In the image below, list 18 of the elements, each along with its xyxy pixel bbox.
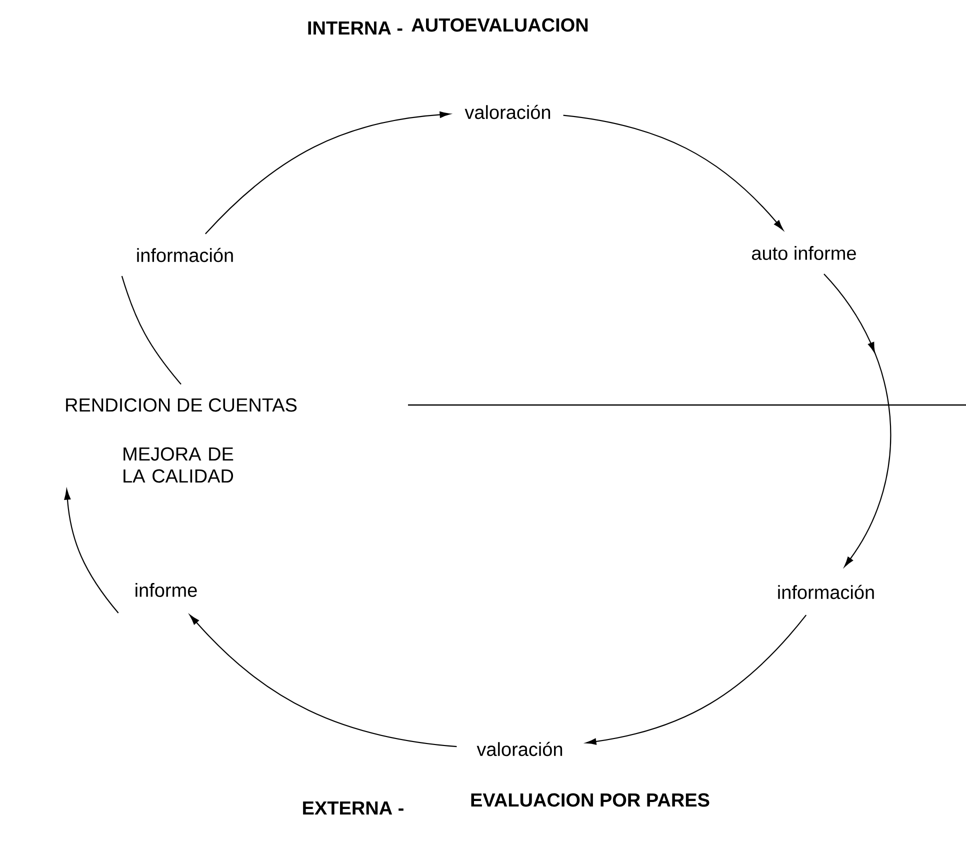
- node-label: valoración: [476, 742, 562, 756]
- arrow: [586, 614, 807, 745]
- node-label: auto informe: [752, 246, 856, 260]
- arrow: [563, 114, 784, 230]
- heading: AUTOEVALUACION: [412, 18, 588, 32]
- node-label: informe: [136, 583, 197, 597]
- node-label: valoración: [464, 104, 550, 120]
- node-label: información: [778, 584, 874, 600]
- heading: EVALUACION POR PARES: [471, 793, 710, 807]
- heading: INTERNA -: [308, 21, 402, 35]
- arrow: [824, 274, 892, 567]
- arrow: [64, 489, 119, 614]
- arrow: [205, 111, 450, 234]
- node-label: información: [137, 248, 233, 262]
- heading: EXTERNA -: [303, 801, 404, 815]
- node-label: RENDICION DE CUENTAS: [66, 398, 297, 412]
- node-label: MEJORA DE LA CALIDAD: [124, 447, 234, 483]
- arrow: [190, 614, 457, 748]
